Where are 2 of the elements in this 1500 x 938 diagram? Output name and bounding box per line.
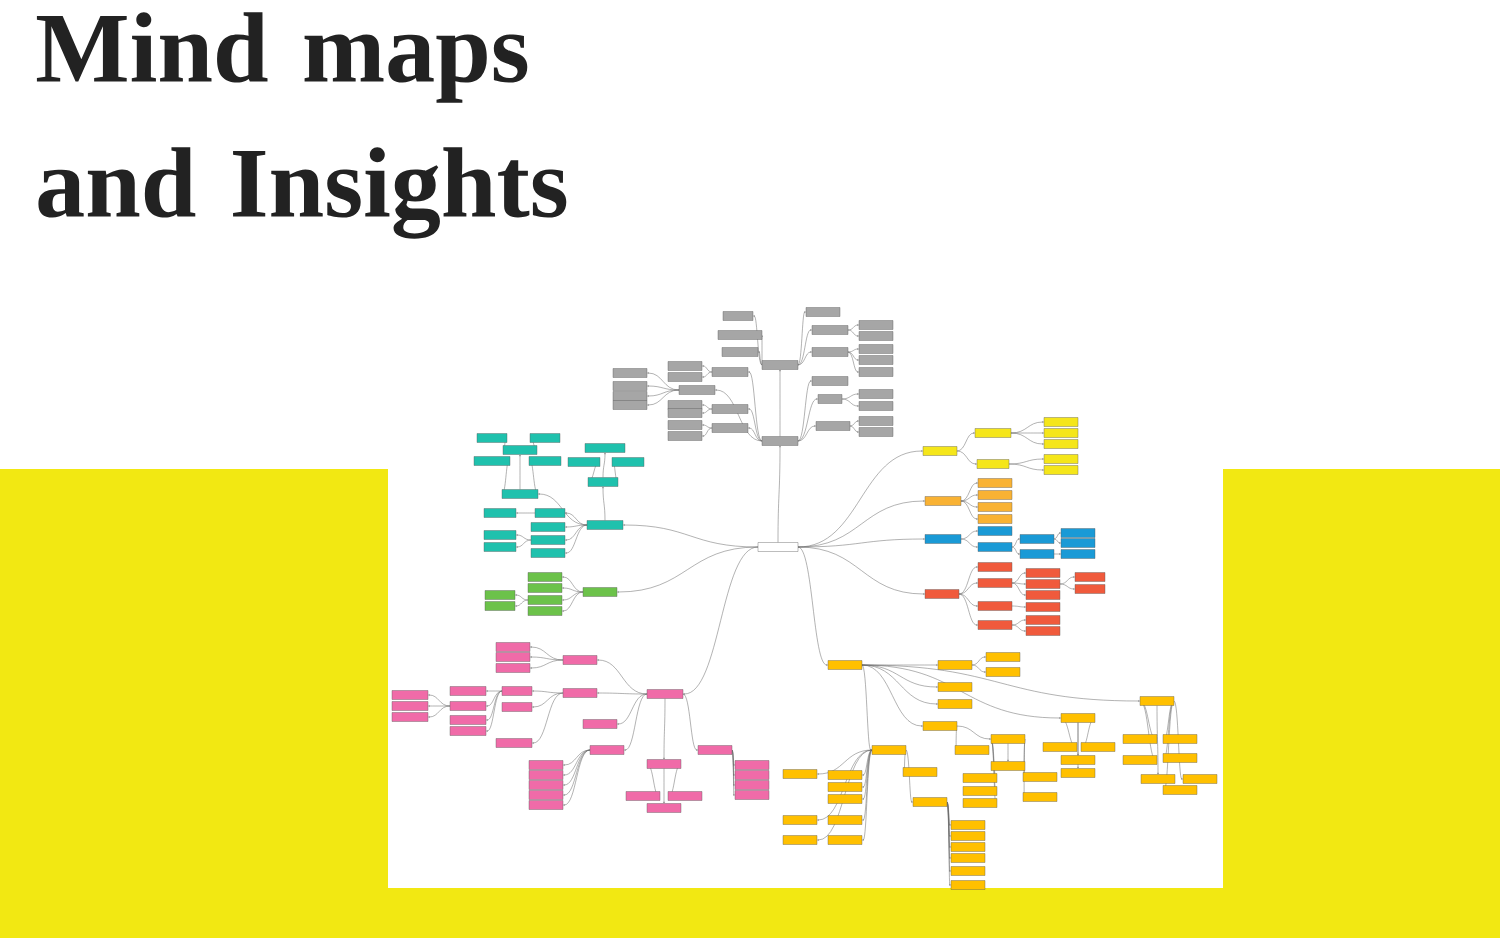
mind-map-drawing: [388, 307, 1223, 890]
title: Mind maps and Insights: [36, 12, 567, 239]
